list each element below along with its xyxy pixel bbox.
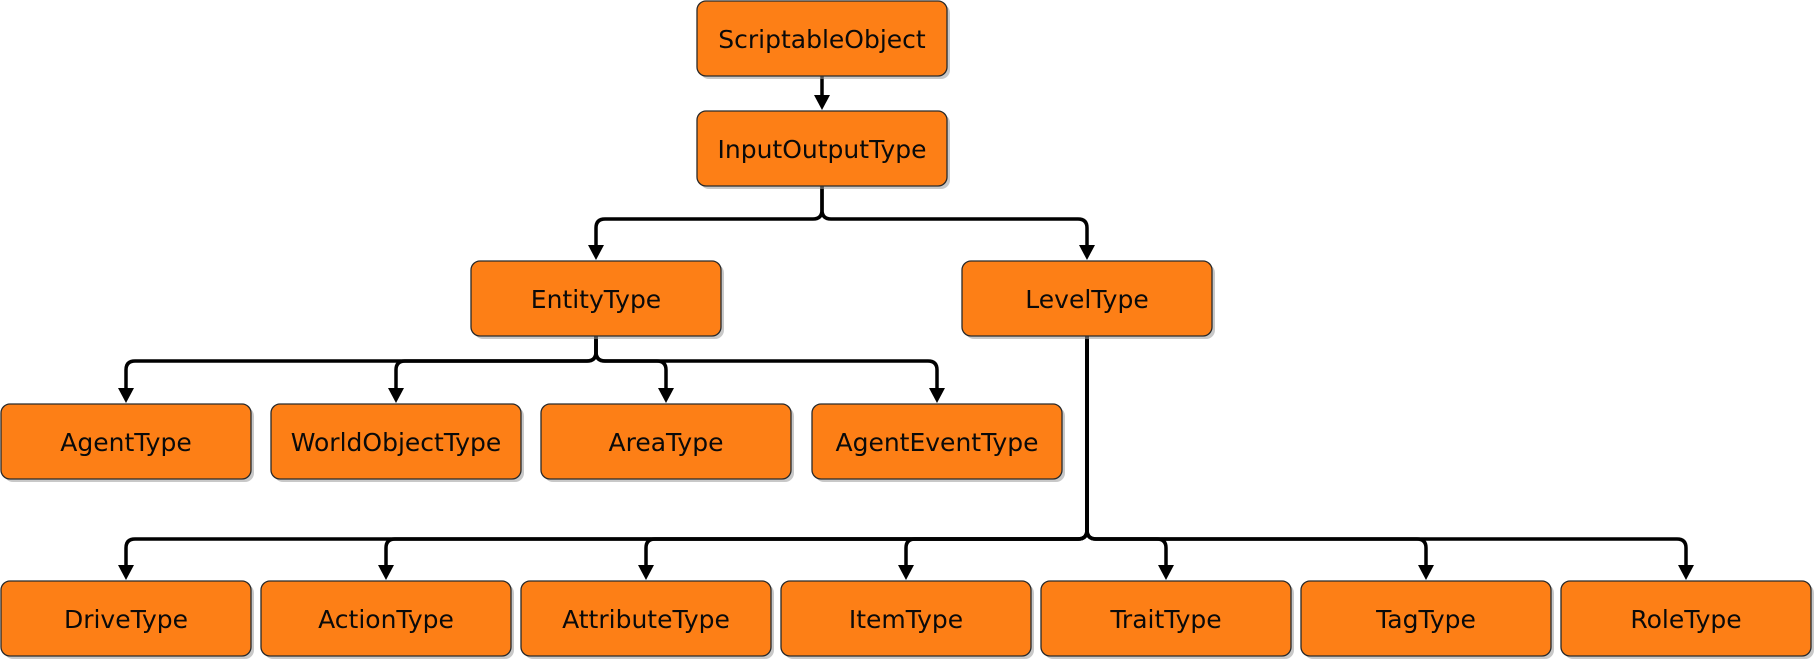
node-label: AgentType — [60, 428, 191, 457]
arrowhead-agent-event-type — [929, 388, 945, 403]
node-box — [1560, 580, 1812, 657]
edge-level-type-to-role-type — [1085, 336, 1688, 566]
node-label: TagType — [1375, 605, 1476, 634]
arrowhead-drive-type — [118, 565, 134, 580]
node-area-type: AreaType — [540, 403, 794, 482]
edge-input-output-type-to-entity-type — [594, 186, 824, 246]
node-tag-type: TagType — [1300, 580, 1554, 659]
node-item-type: ItemType — [780, 580, 1034, 659]
edge-input-output-type-to-level-type — [820, 186, 1089, 246]
edge-level-type-to-tag-type — [1085, 336, 1428, 566]
node-box — [520, 580, 772, 657]
node-box — [961, 260, 1213, 337]
node-box — [696, 0, 948, 77]
arrowhead-area-type — [658, 388, 674, 403]
node-label: ActionType — [318, 605, 454, 634]
node-entity-type: EntityType — [470, 260, 724, 339]
node-label: ItemType — [849, 605, 963, 634]
arrowhead-world-object-type — [388, 388, 404, 403]
node-action-type: ActionType — [260, 580, 514, 659]
node-label: DriveType — [64, 605, 188, 634]
node-label: AreaType — [609, 428, 724, 457]
node-label: AgentEventType — [835, 428, 1038, 457]
node-box — [696, 110, 948, 187]
node-label: EntityType — [531, 285, 661, 314]
node-input-output-type: InputOutputType — [696, 110, 950, 189]
edge-entity-type-to-world-object-type — [394, 336, 598, 389]
arrowhead-entity-type — [588, 245, 604, 260]
node-label: TraitType — [1109, 605, 1221, 634]
node-drive-type: DriveType — [0, 580, 254, 659]
node-box — [811, 403, 1063, 480]
arrowhead-tag-type — [1418, 565, 1434, 580]
node-label: InputOutputType — [718, 135, 927, 164]
node-role-type: RoleType — [1560, 580, 1814, 659]
node-box — [1300, 580, 1552, 657]
node-label: WorldObjectType — [291, 428, 502, 457]
node-box — [0, 580, 252, 657]
arrowhead-agent-type — [118, 388, 134, 403]
node-box — [0, 403, 252, 480]
node-box — [260, 580, 512, 657]
arrowhead-level-type — [1079, 245, 1095, 260]
arrowhead-role-type — [1678, 565, 1694, 580]
node-scriptable-object: ScriptableObject — [696, 0, 950, 79]
node-trait-type: TraitType — [1040, 580, 1294, 659]
node-attribute-type: AttributeType — [520, 580, 774, 659]
node-box — [780, 580, 1032, 657]
node-label: RoleType — [1630, 605, 1741, 634]
node-box — [470, 260, 722, 337]
node-label: ScriptableObject — [718, 25, 926, 54]
node-agent-event-type: AgentEventType — [811, 403, 1065, 482]
node-box — [1040, 580, 1292, 657]
node-label: LevelType — [1025, 285, 1148, 314]
arrowhead-item-type — [898, 565, 914, 580]
node-world-object-type: WorldObjectType — [270, 403, 524, 482]
edge-entity-type-to-agent-event-type — [594, 336, 939, 389]
node-agent-type: AgentType — [0, 403, 254, 482]
edge-level-type-to-trait-type — [1085, 336, 1168, 566]
node-box — [270, 403, 522, 480]
node-level-type: LevelType — [961, 260, 1215, 339]
arrowhead-action-type — [378, 565, 394, 580]
arrowhead-input-output-type — [814, 95, 830, 110]
arrowhead-trait-type — [1158, 565, 1174, 580]
arrowhead-attribute-type — [638, 565, 654, 580]
node-label: AttributeType — [562, 605, 730, 634]
edges-layer — [118, 76, 1694, 580]
node-box — [540, 403, 792, 480]
